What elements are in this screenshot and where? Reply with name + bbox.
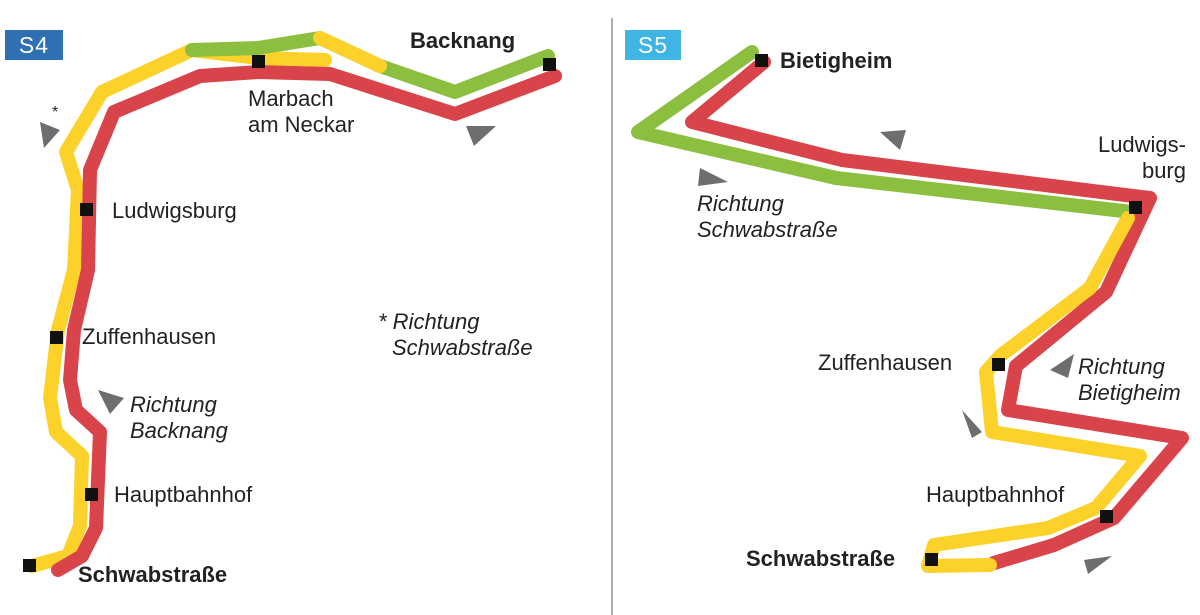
station-zuffenhausen-s5 xyxy=(992,358,1005,371)
direction-arrow-icon xyxy=(962,410,982,438)
station-label-zuffenhausen-s5: Zuffenhausen xyxy=(818,350,953,375)
direction-arrow-icon xyxy=(466,126,496,146)
direction-label-schwabstrasse: Richtung Schwabstraße xyxy=(697,191,838,242)
station-label-ludwigsburg-s5: Ludwigs- burg xyxy=(1097,132,1186,183)
s5-red-track xyxy=(685,55,1189,570)
station-hauptbahnhof-s4 xyxy=(85,488,98,501)
station-marbach xyxy=(252,55,265,68)
station-label-hauptbahnhof: Hauptbahnhof xyxy=(114,482,253,507)
station-hauptbahnhof-s5 xyxy=(1100,510,1113,523)
line-badge-s5: S5 xyxy=(625,30,681,60)
direction-arrow-icon xyxy=(40,122,60,148)
station-ludwigsburg-s5 xyxy=(1129,201,1142,214)
station-ludwigsburg-s4 xyxy=(80,203,93,216)
direction-arrow-icon xyxy=(1084,556,1112,574)
s4-yellow-track-top xyxy=(313,31,387,73)
station-backnang xyxy=(543,58,556,71)
direction-arrow-icon xyxy=(1050,354,1074,378)
direction-arrow-icon xyxy=(98,390,124,414)
station-label-backnang: Backnang xyxy=(410,28,516,53)
station-zuffenhausen-s4 xyxy=(50,331,63,344)
station-bietigheim xyxy=(755,54,768,67)
direction-label-backnang: Richtung Backnang xyxy=(130,392,228,443)
station-label-bietigheim: Bietigheim xyxy=(780,48,893,73)
footnote-direction-schwabstrasse: * Richtung Schwabstraße xyxy=(378,309,533,360)
direction-label-bietigheim: Richtung Bietigheim xyxy=(1078,354,1181,405)
direction-arrow-icon xyxy=(698,168,728,186)
station-label-marbach: Marbach am Neckar xyxy=(248,86,355,137)
station-schwabstrasse-s4 xyxy=(23,559,36,572)
s4-yellow-track xyxy=(25,43,332,573)
station-label-hauptbahnhof-s5: Hauptbahnhof xyxy=(926,482,1065,507)
station-label-zuffenhausen: Zuffenhausen xyxy=(82,324,217,349)
direction-arrow-icon xyxy=(880,130,906,150)
line-badge-s4: S4 xyxy=(5,30,63,60)
station-label-schwabstrasse-s5: Schwabstraße xyxy=(746,546,896,571)
station-label-schwabstrasse: Schwabstraße xyxy=(78,562,228,587)
station-schwabstrasse-s5 xyxy=(925,553,938,566)
s5-yellow-track xyxy=(921,211,1147,573)
s5-green-track xyxy=(631,45,1139,219)
station-label-ludwigsburg: Ludwigsburg xyxy=(112,198,237,223)
footnote-asterisk: * xyxy=(52,104,59,121)
